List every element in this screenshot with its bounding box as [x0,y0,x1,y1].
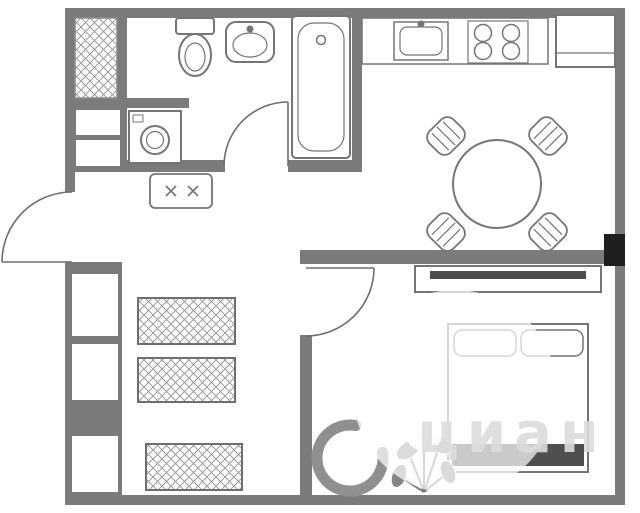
entrance-door-arc [1,191,73,263]
dining-table [452,139,542,229]
stove [467,20,529,64]
shaft-boxes [72,110,120,492]
bathtub-inner [297,22,345,152]
washing-machine-drawer [132,114,144,123]
washbasin [225,21,275,63]
chair [426,212,466,252]
doormat [149,173,213,209]
wall-kitchen-bedroom [300,250,625,264]
shaft-box [72,344,118,400]
washbasin-bowl [232,32,268,58]
washbasin-faucet [246,25,254,33]
wall-bedroom-west [300,335,312,505]
watermark-circle [353,290,557,494]
doors [1,101,375,337]
bathtub-drain [315,34,327,46]
watermark-text: циан [417,401,606,466]
chair [528,212,568,252]
washing-machine [128,110,182,164]
wall-bathroom-south-right [288,160,362,172]
wall-top [65,8,625,18]
bathtub [291,15,351,159]
toilet [175,17,215,77]
burner [473,41,493,61]
wardrobe [137,357,236,403]
burner [501,41,521,61]
doormat-body [149,173,213,209]
kitchen-sink-bowl [399,26,443,56]
watermark: циан [353,290,606,494]
kitchen-sink-faucet [417,20,425,28]
toilet-bowl-inner [184,42,206,72]
burner [501,23,521,43]
wardrobe [145,443,243,491]
ventilation-shaft-hatch [74,17,118,99]
chair [426,116,466,156]
window-block [604,234,625,266]
watermark-icon [406,417,442,451]
wardrobe [137,297,236,345]
wall-washer-niche [117,98,189,108]
dining-chairs [426,116,568,252]
kitchen-cabinet [555,14,616,68]
toilet-tank [175,17,215,35]
wall-bottom [65,495,625,505]
hallway-fixtures [137,173,243,491]
entrance-door [1,191,73,263]
bathroom-door-arc [223,101,289,167]
washing-machine-drum [145,130,165,150]
kitchen-sink [393,20,449,61]
shaft-box [76,110,120,135]
doormat-pattern [165,185,199,197]
bedroom-door-arc [305,267,375,337]
shaft-box [76,140,120,166]
bathroom-fixtures [128,15,351,164]
wall-shaft-divider [117,8,127,108]
shaft-box [72,436,118,492]
shaft-box [72,274,118,336]
tv-console [414,265,602,293]
bedroom-door [305,267,375,337]
armchair [311,419,389,497]
chair [528,116,568,156]
bathroom-door [223,101,289,167]
tv [430,271,586,279]
burner [473,23,493,43]
kitchen-fixtures [361,14,616,252]
kitchen-cabinet-body [555,14,616,68]
wall-bathroom-kitchen [352,8,362,172]
